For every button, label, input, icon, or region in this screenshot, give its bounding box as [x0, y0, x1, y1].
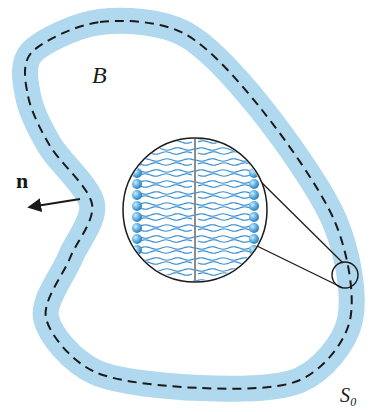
zoom-leader: [257, 246, 343, 288]
body-label: B: [92, 62, 107, 89]
membrane-band: [25, 21, 352, 389]
zoom-spot: [332, 262, 358, 288]
zoom-leader: [255, 176, 343, 263]
normal-arrow: [30, 199, 80, 207]
lipid-bilayer: [132, 130, 259, 290]
normal-label: n: [16, 168, 28, 194]
midsurface-dashed: [25, 21, 352, 389]
surface-label: S₀: [340, 384, 357, 407]
